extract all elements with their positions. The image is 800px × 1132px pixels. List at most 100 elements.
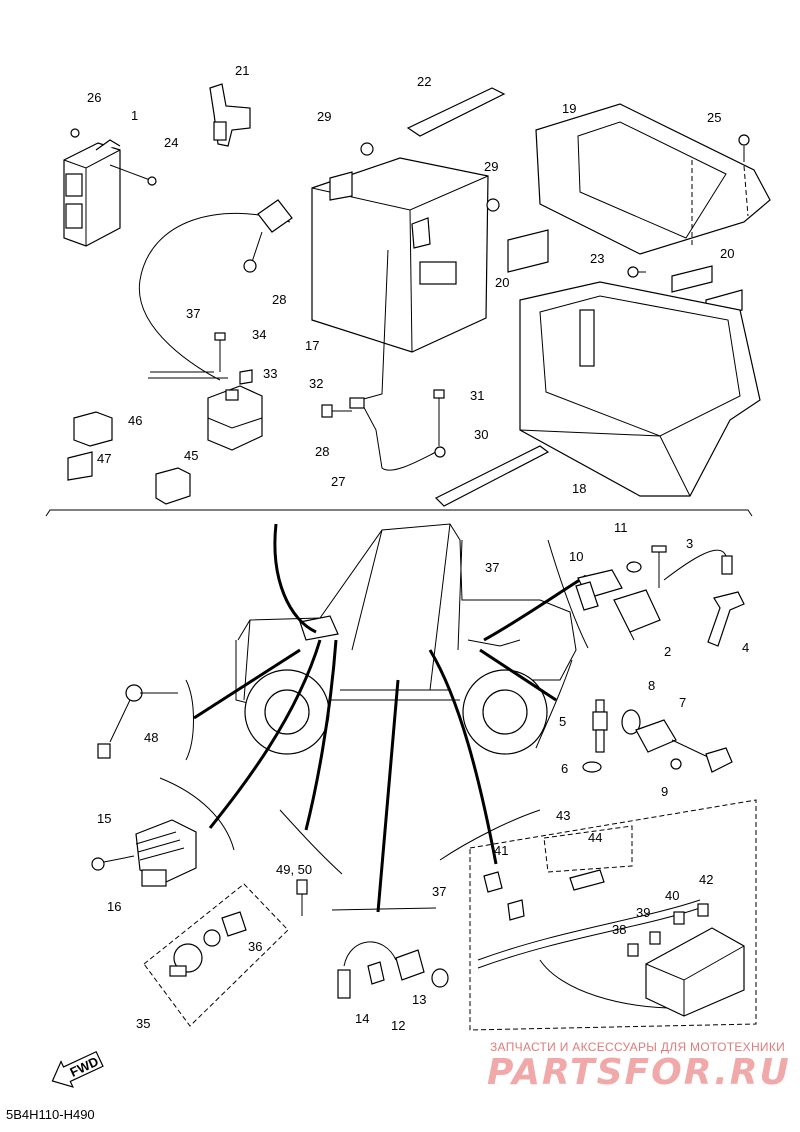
speed-sensor-12-part	[337, 941, 449, 999]
fuse-42-part	[697, 903, 709, 917]
callout-2: 2	[664, 644, 671, 659]
callout-14: 14	[355, 1011, 369, 1026]
relay-46-part	[67, 411, 113, 481]
callout-30: 30	[474, 427, 488, 442]
connector-45-part	[155, 467, 191, 505]
callout-29b: 29	[484, 159, 498, 174]
callout-32: 32	[309, 376, 323, 391]
battery-17-part	[311, 157, 489, 353]
callout-15: 15	[97, 811, 111, 826]
sensor-10-part	[575, 569, 623, 611]
bolt-24-part	[109, 164, 157, 186]
callout-17: 17	[305, 338, 319, 353]
fwd-arrow-icon: FWD	[51, 1050, 104, 1088]
callout-35: 35	[136, 1016, 150, 1031]
negative-cable-27-part	[349, 249, 446, 471]
bolt-29b-part	[486, 198, 500, 212]
sensor-48-part	[97, 684, 178, 759]
callout-8: 8	[648, 678, 655, 693]
callout-3: 3	[686, 536, 693, 551]
bolt-28-lower-part	[321, 404, 352, 418]
callout-43: 43	[556, 808, 570, 823]
spark-plug-5-part	[592, 699, 608, 753]
callout-41: 41	[494, 843, 508, 858]
callout-24: 24	[164, 135, 178, 150]
wire-harness-37-part	[477, 869, 701, 1009]
key-49-50-part	[296, 879, 308, 916]
callout-28a: 28	[272, 292, 286, 307]
callout-39: 39	[636, 905, 650, 920]
bolt-3-part	[651, 545, 667, 588]
callout-22: 22	[417, 74, 431, 89]
bolt-23-part	[627, 266, 646, 278]
ecu-part	[63, 139, 121, 247]
plug-cap-4-part	[663, 549, 745, 647]
oring-8-part	[621, 709, 641, 735]
battery-box-18-part	[519, 281, 761, 497]
bolt-31-part	[433, 389, 445, 446]
harness-43-box	[543, 825, 633, 873]
callout-9: 9	[661, 784, 668, 799]
callout-18: 18	[572, 481, 586, 496]
sensor-7-part	[635, 719, 733, 773]
bolt-9-part	[670, 758, 682, 770]
callout-13: 13	[412, 992, 426, 1007]
callout-20a: 20	[495, 275, 509, 290]
bolt-34-part	[214, 332, 226, 372]
callout-48: 48	[144, 730, 158, 745]
nut-26-part	[70, 128, 80, 138]
callout-21: 21	[235, 63, 249, 78]
cable-tie-30-part	[434, 445, 550, 507]
starter-relay-part	[207, 385, 263, 451]
callout-6: 6	[561, 761, 568, 776]
callout-42: 42	[699, 872, 713, 887]
callout-46: 46	[128, 413, 142, 428]
callout-10: 10	[569, 549, 583, 564]
callout-12: 12	[391, 1018, 405, 1033]
callout-5: 5	[559, 714, 566, 729]
fastener-25-part	[691, 134, 750, 248]
callout-19: 19	[562, 101, 576, 116]
callout-labels: 1 2 3 4 5 6 7 8 9 10 11 12 13 14 15 16 1…	[87, 63, 749, 1033]
strap-22-part	[406, 87, 506, 137]
bolt-29a-part	[360, 142, 374, 156]
callout-37a: 37	[186, 306, 200, 321]
callout-23: 23	[590, 251, 604, 266]
callout-7: 7	[679, 695, 686, 710]
fuse-39-part	[649, 931, 661, 945]
oring-11-part	[626, 561, 642, 573]
callout-1: 1	[131, 108, 138, 123]
callout-16: 16	[107, 899, 121, 914]
diagram-code: 5B4H110-H490	[6, 1107, 95, 1122]
callout-49-50: 49, 50	[276, 862, 312, 877]
callout-29a: 29	[317, 109, 331, 124]
callout-47: 47	[97, 451, 111, 466]
callout-20b: 20	[720, 246, 734, 261]
callout-31: 31	[470, 388, 484, 403]
fuse-box-part	[645, 927, 745, 1017]
ignition-coil-2-part	[613, 589, 661, 641]
callout-11: 11	[614, 520, 628, 535]
callout-37b: 37	[485, 560, 499, 575]
callout-4: 4	[742, 640, 749, 655]
relay-cover-33-part	[239, 369, 253, 385]
callout-26: 26	[87, 90, 101, 105]
fwd-label: FWD	[68, 1054, 101, 1080]
harness-37-box	[469, 799, 757, 1031]
callout-25: 25	[707, 110, 721, 125]
callout-40: 40	[665, 888, 679, 903]
callout-44: 44	[588, 830, 602, 845]
vehicle-illustration	[235, 523, 577, 755]
callout-45: 45	[184, 448, 198, 463]
bolt-16-part	[91, 855, 135, 871]
ignition-switch-35-part	[143, 883, 289, 1027]
callout-36: 36	[248, 939, 262, 954]
callout-27: 27	[331, 474, 345, 489]
fuse-40-part	[673, 911, 685, 925]
fuse-38-part	[627, 943, 639, 957]
pad-20a-part	[507, 229, 549, 273]
callout-28b: 28	[315, 444, 329, 459]
callout-37c: 37	[432, 884, 446, 899]
watermark-logo: PARTSFOR.RU	[487, 1052, 791, 1093]
